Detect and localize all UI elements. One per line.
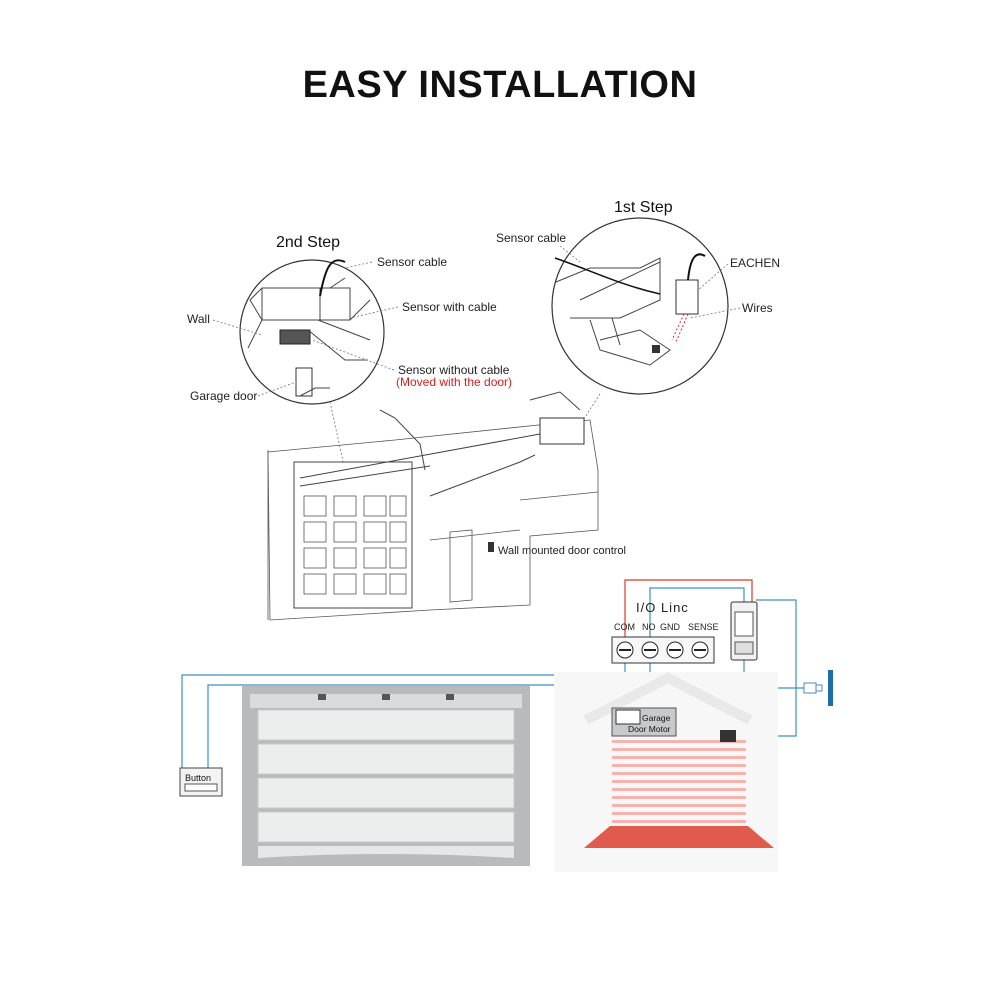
shutter-slats xyxy=(612,740,746,823)
step2-sensor-with-cable-label: Sensor with cable xyxy=(402,300,497,314)
step1-wires xyxy=(671,313,689,343)
step2-garage-door-label: Garage door xyxy=(190,389,257,403)
step1-callout: 1st Step Sensor cable EACHEN Wires xyxy=(496,199,780,395)
garage-door xyxy=(293,461,413,609)
sensor-with-cable xyxy=(279,329,311,345)
step1-sensor-cable xyxy=(554,257,661,295)
shutter-switch xyxy=(720,730,736,742)
wall-control-label: Wall mounted door control xyxy=(498,545,626,557)
step1-eachen-label: EACHEN xyxy=(730,256,780,270)
step1-zoom-circle xyxy=(551,217,729,395)
wiring-diagram: I/O Linc COM NO GND SENSE Button xyxy=(179,579,833,872)
wire-blue-top xyxy=(649,587,745,637)
step2-heading: 2nd Step xyxy=(276,234,340,251)
step2-wall-label: Wall xyxy=(187,312,210,326)
wire-blue-button-a xyxy=(181,663,626,768)
wall-control xyxy=(488,542,494,552)
sensor-without-cable xyxy=(295,367,313,397)
sensor-cable xyxy=(319,259,346,297)
opener-motor-unit xyxy=(539,417,585,445)
motor-label-line2: Door Motor xyxy=(628,724,671,734)
motor-label-line1: Garage xyxy=(642,713,671,723)
step1-heading: 1st Step xyxy=(614,199,673,216)
step1-wires-label: Wires xyxy=(742,301,773,315)
garage-door-panels xyxy=(303,495,407,595)
shutter-floor xyxy=(584,826,774,848)
opener-spring xyxy=(429,454,536,497)
wire-red-top xyxy=(624,579,753,637)
garage-door-photo xyxy=(242,686,530,866)
step2-zoom-circle xyxy=(239,259,385,405)
eachen-module xyxy=(675,279,699,315)
step2-bracket xyxy=(249,287,351,321)
step2-callout: 2nd Step Sensor cable Sensor with cable … xyxy=(187,234,512,405)
garage-illustration: Wall mounted door control xyxy=(267,391,626,621)
button-label: Button xyxy=(185,773,211,783)
roller-shutter-illustration xyxy=(554,672,778,872)
terminal-label-gnd: GND xyxy=(660,622,681,632)
io-linc-title: I/O Linc xyxy=(636,600,689,615)
garage-wall-outline xyxy=(267,419,599,621)
step2-moved-note: (Moved with the door) xyxy=(396,375,512,389)
step2-sensor-without-cable-label: Sensor without cable xyxy=(398,363,510,377)
usb-plug-icon xyxy=(803,670,833,706)
usb-power-source xyxy=(828,670,833,706)
step1-terminal xyxy=(652,345,660,353)
terminal-label-com: COM xyxy=(614,622,635,632)
opener-rail xyxy=(299,433,541,487)
step2-sensor-cable-label: Sensor cable xyxy=(377,255,447,269)
interior-doorway xyxy=(449,529,473,603)
terminal-label-sense: SENSE xyxy=(688,622,719,632)
terminal-screws xyxy=(616,641,709,659)
page-title: EASY INSTALLATION xyxy=(302,64,698,106)
eachen-power-cable xyxy=(687,253,706,281)
step1-sensor-cable-label: Sensor cable xyxy=(496,231,566,245)
terminal-label-no: NO xyxy=(642,622,656,632)
